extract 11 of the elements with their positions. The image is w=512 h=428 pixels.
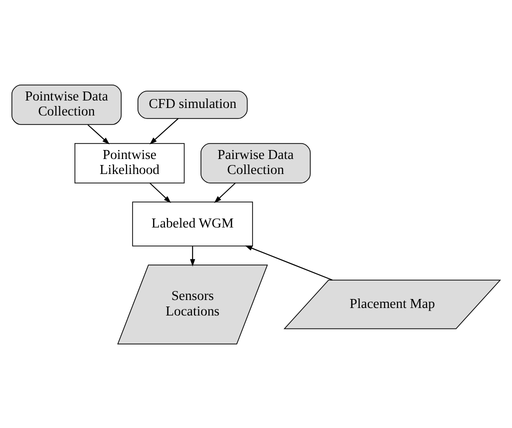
arrow: [149, 182, 172, 202]
node-box: Pointwise Likelihood: [74, 142, 185, 183]
arrow: [244, 244, 333, 280]
node-box: Labeled WGM: [132, 201, 253, 246]
node-box: Pointwise Data Collection: [11, 84, 122, 124]
arrow: [190, 245, 196, 266]
node-box: CFD simulation: [138, 90, 248, 118]
arrow: [150, 117, 179, 144]
arrow: [87, 124, 110, 144]
arrow: [214, 182, 236, 202]
node-box: Pairwise Data Collection: [200, 142, 311, 183]
